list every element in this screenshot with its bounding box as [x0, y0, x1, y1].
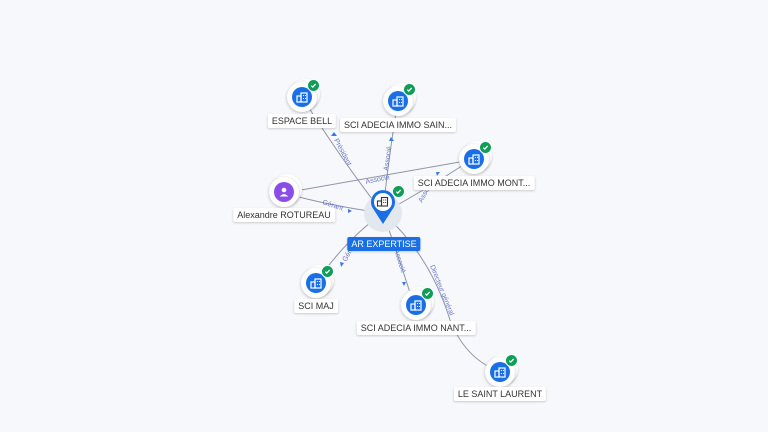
node-label[interactable]: SCI ADECIA IMMO NANT... — [356, 321, 476, 335]
node-label[interactable]: SCI ADECIA IMMO SAIN... — [339, 118, 457, 132]
arrow-icon — [389, 137, 394, 141]
edge-label-president: Président — [332, 138, 352, 167]
node-label[interactable]: LE SAINT LAURENT — [453, 387, 547, 401]
edge-le-saint-laurent — [382, 212, 499, 372]
node-sci-maj[interactable] — [299, 265, 334, 300]
arrow-icon — [436, 172, 440, 176]
node-sci-adecia-mont[interactable] — [457, 141, 492, 176]
node-label[interactable]: Alexandre ROTUREAU — [233, 208, 335, 222]
verified-check-icon — [392, 185, 405, 198]
verified-check-icon — [307, 79, 320, 92]
arrow-icon — [340, 262, 344, 267]
node-label[interactable]: SCI MAJ — [294, 299, 338, 313]
map-pin-icon — [371, 190, 395, 224]
node-label[interactable]: ESPACE BELL — [267, 114, 337, 128]
arrow-icon — [348, 209, 352, 213]
verified-check-icon — [321, 265, 334, 278]
building-icon — [464, 149, 484, 169]
arrow-icon — [402, 282, 406, 286]
verified-check-icon — [479, 141, 492, 154]
edge-alexandre-mont — [283, 159, 472, 194]
node-espace-bell[interactable] — [285, 79, 320, 114]
building-icon — [490, 362, 510, 382]
node-ar-expertise[interactable] — [363, 185, 405, 235]
arrow-icon — [331, 132, 337, 136]
edge-label-associe-4: Associé — [392, 248, 406, 274]
node-alexandre[interactable] — [267, 174, 302, 209]
building-icon — [306, 273, 326, 293]
person-icon — [274, 182, 294, 202]
node-sci-adecia-sain[interactable] — [381, 83, 416, 118]
building-icon — [388, 91, 408, 111]
building-icon — [292, 87, 312, 107]
edge-label-associe-1: Associé — [383, 146, 393, 171]
building-icon — [406, 295, 426, 315]
node-le-saint-laurent[interactable] — [483, 354, 518, 389]
node-sci-adecia-nant[interactable] — [399, 287, 434, 322]
verified-check-icon — [421, 287, 434, 300]
center-node-label[interactable]: AR EXPERTISE — [347, 237, 421, 251]
edge-label-associe-2: Associé — [365, 174, 391, 186]
verified-check-icon — [403, 83, 416, 96]
verified-check-icon — [505, 354, 518, 367]
node-label[interactable]: SCI ADECIA IMMO MONT... — [413, 176, 535, 190]
